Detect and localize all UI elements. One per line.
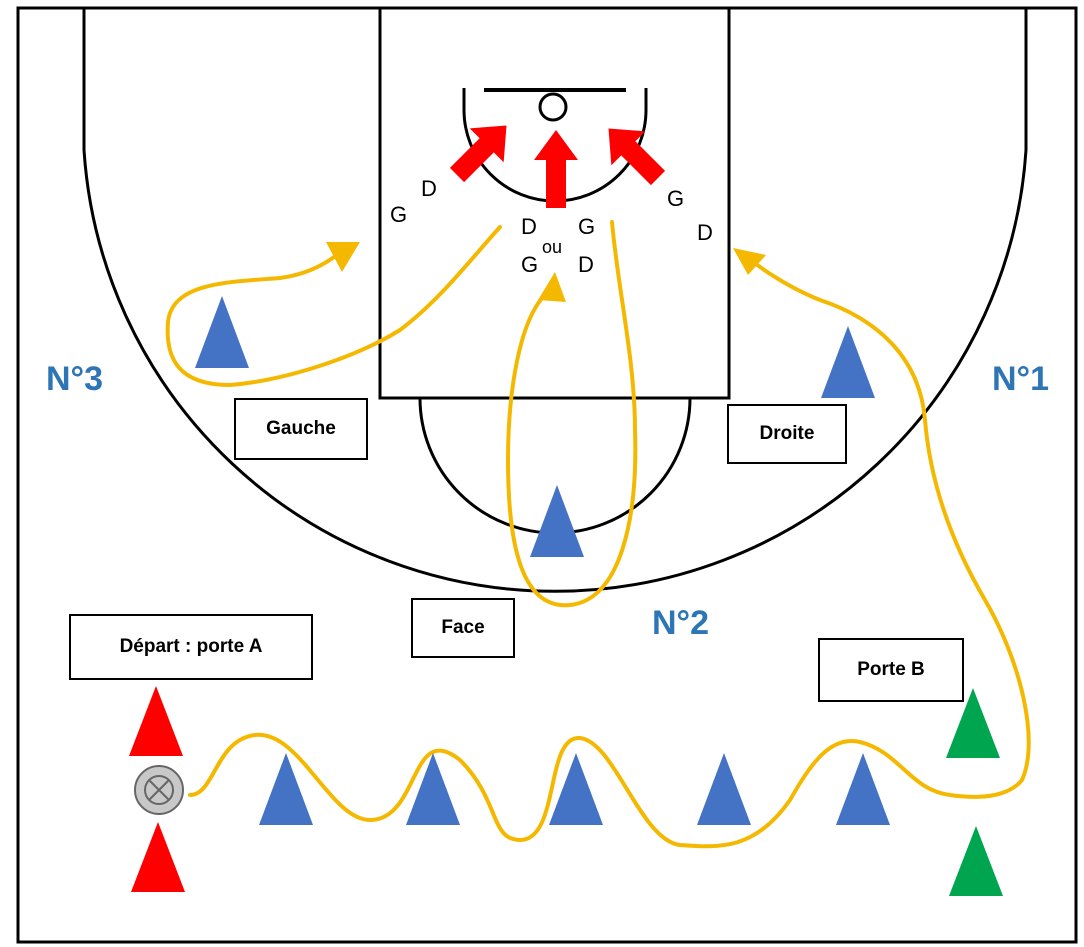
cone-blue-slalom-4 xyxy=(697,753,751,825)
label-depart-porte-a: Départ : porte A xyxy=(69,614,313,680)
label-porte-b: Porte B xyxy=(818,638,964,702)
arrow-right-to-basket xyxy=(608,128,666,186)
cone-red-bottom xyxy=(131,822,185,892)
hand-center-g-bottom: G xyxy=(521,252,539,277)
hand-right-d: D xyxy=(697,220,713,245)
arrow-left-to-basket xyxy=(449,125,507,183)
hand-center-ou: ou xyxy=(542,237,563,257)
cone-blue-slalom-3 xyxy=(549,753,603,825)
arrowhead-gauche xyxy=(326,242,360,272)
hand-center-g-top: G xyxy=(578,214,596,239)
cone-blue-n1 xyxy=(821,326,875,398)
arrowhead-droite xyxy=(733,248,766,275)
label-droite: Droite xyxy=(727,404,847,464)
hand-center-d-top: D xyxy=(521,214,537,239)
cone-red-top xyxy=(129,686,183,756)
hand-center-d-bottom: D xyxy=(578,252,594,277)
label-gauche: Gauche xyxy=(234,398,368,460)
position-label-n1: N°1 xyxy=(992,360,1050,398)
hand-left-g: G xyxy=(390,202,408,227)
label-face: Face xyxy=(411,598,515,658)
hand-right-g: G xyxy=(667,186,685,211)
cone-blue-slalom-1 xyxy=(259,753,313,825)
cone-green-top xyxy=(946,688,1000,758)
position-label-n3: N°3 xyxy=(46,360,104,398)
three-point-line xyxy=(82,8,1028,593)
path-gauche xyxy=(165,225,502,387)
path-dribble-line xyxy=(188,250,1031,849)
path-face xyxy=(506,220,638,608)
cone-blue-n2 xyxy=(530,485,584,557)
hand-left-d: D xyxy=(421,176,437,201)
arrowhead-face xyxy=(538,272,566,302)
cone-blue-n3 xyxy=(195,296,249,368)
arrow-center-to-basket xyxy=(534,130,578,208)
position-label-n2: N°2 xyxy=(652,604,710,642)
ball-icon xyxy=(134,765,184,815)
cone-blue-slalom-5 xyxy=(836,753,890,825)
basket-rim xyxy=(538,92,568,122)
cone-blue-slalom-2 xyxy=(406,753,460,825)
cone-green-bottom xyxy=(949,826,1003,896)
